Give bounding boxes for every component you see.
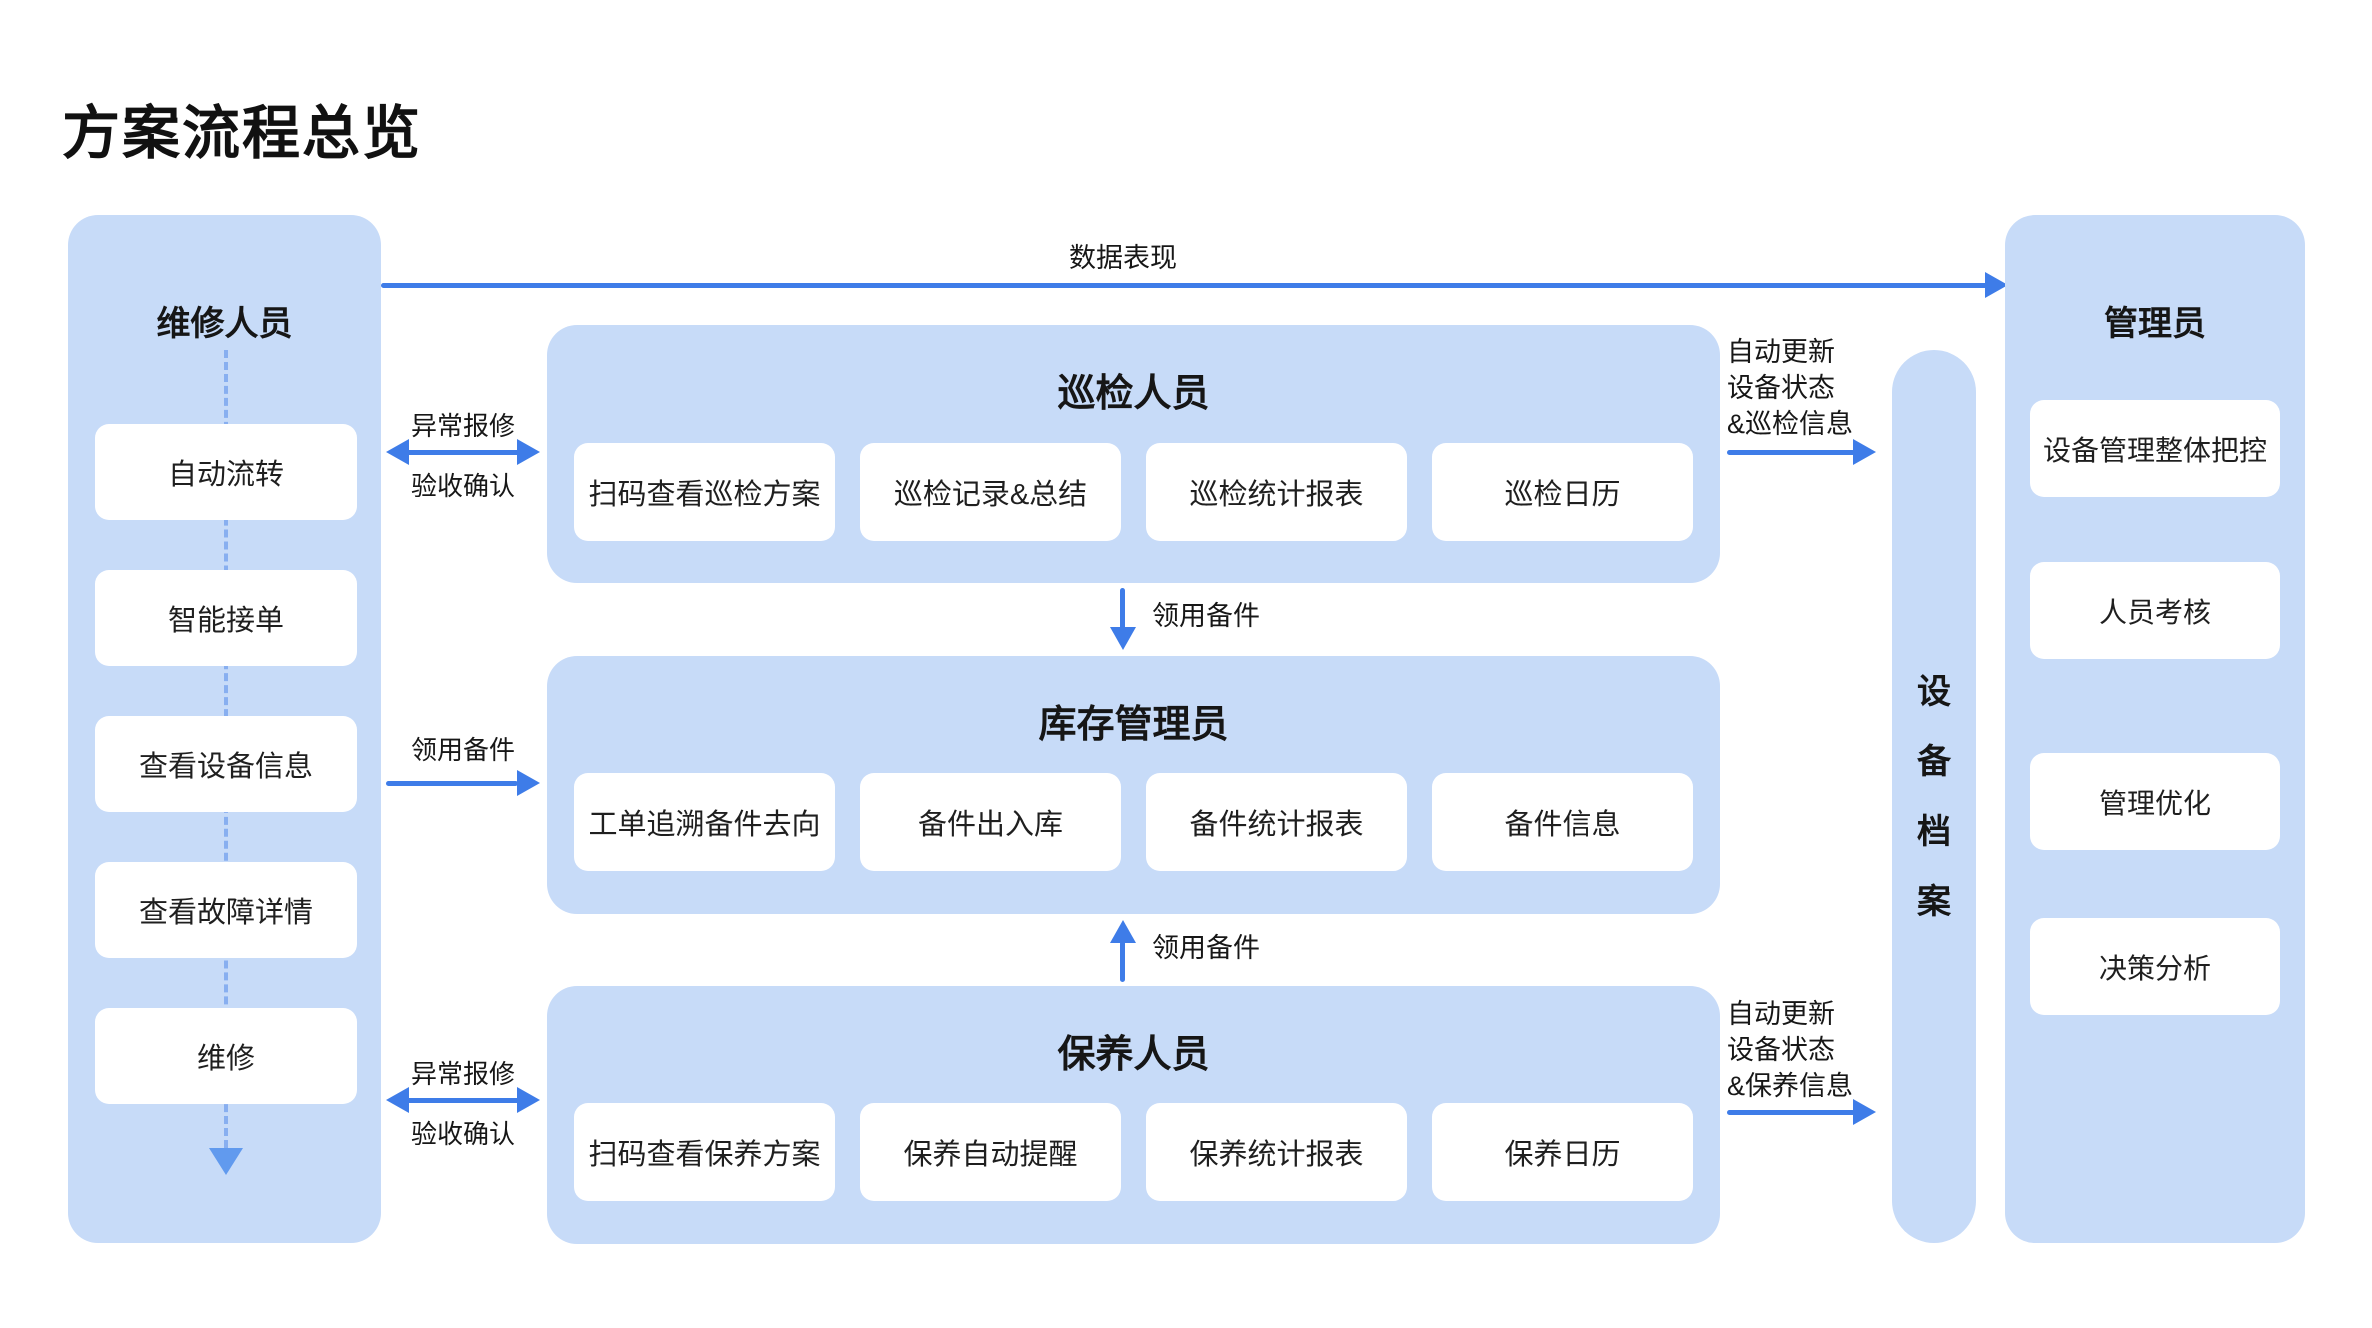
arrow-upkeep-to-stock-line	[1120, 941, 1125, 982]
label-upkeep-update-line2: 设备状态	[1727, 1035, 1835, 1065]
label-upkeep-update-line3: &保养信息	[1727, 1071, 1854, 1101]
panel-title-inspection: 巡检人员	[1057, 373, 1210, 415]
arrow-upkeep-to-stock-head-icon	[1110, 920, 1136, 943]
label-acceptance-bottom: 验收确认	[410, 1119, 515, 1149]
node-upkeep-auto-remind: 保养自动提醒	[860, 1103, 1121, 1201]
arrow-data-flow-head-icon	[1985, 272, 2008, 298]
arrow-parts-request-head-icon	[517, 770, 540, 796]
node-smart-dispatch: 智能接单	[95, 570, 357, 666]
panel-title-maintenance: 维修人员	[156, 305, 293, 343]
label-abnormal-repair-top: 异常报修	[410, 411, 515, 441]
panel-equipment-archive: 设备档案	[1892, 350, 1976, 1243]
arrow-parts-request-line	[386, 781, 518, 786]
node-decision-analysis: 决策分析	[2030, 918, 2280, 1015]
node-workorder-trace-parts: 工单追溯备件去向	[574, 773, 835, 871]
arrow-upkeep-link-left-head-icon	[386, 1087, 409, 1113]
node-repair: 维修	[95, 1008, 357, 1104]
node-management-optimize: 管理优化	[2030, 753, 2280, 850]
arrow-upkeep-update-head-icon	[1853, 1099, 1876, 1125]
node-auto-flow: 自动流转	[95, 424, 357, 520]
arrow-inspection-link-left-head-icon	[386, 439, 409, 465]
arrow-data-flow-line	[381, 283, 1988, 288]
node-upkeep-calendar: 保养日历	[1432, 1103, 1693, 1201]
node-staff-assessment: 人员考核	[2030, 562, 2280, 659]
node-inspection-reports: 巡检统计报表	[1146, 443, 1407, 541]
label-abnormal-repair-bottom: 异常报修	[410, 1059, 515, 1089]
node-scan-upkeep-plan: 扫码查看保养方案	[574, 1103, 835, 1201]
arrow-inspect-to-stock-head-icon	[1110, 627, 1136, 650]
node-view-fault-detail: 查看故障详情	[95, 862, 357, 958]
label-inspect-update-line1: 自动更新	[1727, 337, 1835, 367]
panel-title-administrator: 管理员	[2104, 305, 2206, 343]
node-inspection-calendar: 巡检日历	[1432, 443, 1693, 541]
panel-title-inventory: 库存管理员	[1038, 704, 1229, 746]
maintenance-flow-arrowhead-down-icon	[209, 1148, 243, 1175]
arrow-upkeep-link-line	[404, 1098, 520, 1103]
panel-administrator	[2005, 215, 2305, 1243]
arrow-upkeep-update-line	[1727, 1110, 1855, 1115]
label-upkeep-update-line1: 自动更新	[1727, 999, 1835, 1029]
node-parts-info: 备件信息	[1432, 773, 1693, 871]
arrow-inspection-link-right-head-icon	[517, 439, 540, 465]
node-parts-in-out: 备件出入库	[860, 773, 1121, 871]
arrow-inspection-link-line	[404, 450, 520, 455]
node-parts-reports: 备件统计报表	[1146, 773, 1407, 871]
label-parts-request-up: 领用备件	[1152, 933, 1260, 963]
node-overall-device-control: 设备管理整体把控	[2030, 400, 2280, 497]
label-inspect-update-line2: 设备状态	[1727, 373, 1835, 403]
node-inspection-records: 巡检记录&总结	[860, 443, 1121, 541]
label-inspect-update-line3: &巡检信息	[1727, 409, 1854, 439]
label-data-flow: 数据表现	[1069, 243, 1177, 273]
arrow-inspect-to-stock-line	[1120, 588, 1125, 630]
page-title: 方案流程总览	[62, 101, 423, 166]
label-acceptance-top: 验收确认	[410, 471, 515, 501]
node-upkeep-reports: 保养统计报表	[1146, 1103, 1407, 1201]
arrow-inspect-update-head-icon	[1853, 439, 1876, 465]
node-view-device-info: 查看设备信息	[95, 716, 357, 812]
panel-title-upkeep: 保养人员	[1057, 1034, 1210, 1076]
panel-title-equipment-archive: 设备档案	[1917, 672, 1951, 921]
label-parts-request-left: 领用备件	[410, 735, 515, 765]
arrow-upkeep-link-right-head-icon	[517, 1087, 540, 1113]
label-parts-request-down: 领用备件	[1152, 601, 1260, 631]
arrow-inspect-update-line	[1727, 450, 1855, 455]
node-scan-inspection-plan: 扫码查看巡检方案	[574, 443, 835, 541]
